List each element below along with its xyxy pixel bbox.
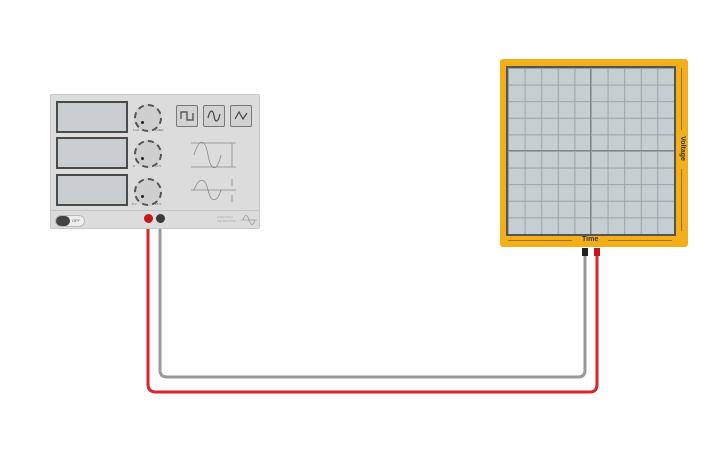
- amplitude-display: [56, 137, 128, 169]
- positive-wire[interactable]: [146, 220, 599, 394]
- offset-knob[interactable]: [134, 178, 162, 206]
- positive-terminal[interactable]: [144, 214, 153, 223]
- voltage-axis-label: Voltage: [678, 136, 686, 161]
- frequency-max-label: 1 MHz: [155, 128, 164, 132]
- function-generator[interactable]: 1 Hz 1 MHz 0 10 V -5 V +5 V OFF FUNCTION…: [50, 94, 260, 229]
- square-wave-button[interactable]: [176, 105, 198, 127]
- negative-terminal[interactable]: [156, 214, 165, 223]
- positive-probe-terminal[interactable]: [594, 248, 600, 256]
- negative-probe-terminal[interactable]: [582, 248, 588, 256]
- offset-display: [56, 174, 128, 206]
- brand-wave-icon: [241, 215, 257, 225]
- power-toggle[interactable]: OFF: [55, 215, 85, 227]
- control-bar: OFF FUNCTION GENERATOR: [51, 210, 259, 229]
- negative-wire[interactable]: [158, 220, 587, 379]
- amplitude-min-label: 0: [133, 164, 135, 168]
- amplitude-knob[interactable]: [134, 140, 162, 168]
- amplitude-max-label: 10 V: [155, 164, 162, 168]
- oscilloscope[interactable]: Time Voltage: [500, 59, 688, 256]
- brand-label: FUNCTION GENERATOR: [217, 215, 236, 223]
- frequency-display: [56, 101, 128, 133]
- triangle-wave-icon: [234, 110, 248, 121]
- time-axis-label: Time: [582, 236, 599, 243]
- oscilloscope-screen: [506, 66, 676, 236]
- power-label: OFF: [72, 218, 80, 223]
- frequency-min-label: 1 Hz: [133, 128, 140, 132]
- sine-wave-icon: [207, 110, 221, 122]
- sine-wave-button[interactable]: [203, 105, 225, 127]
- triangle-wave-button[interactable]: [230, 105, 252, 127]
- frequency-knob[interactable]: [134, 104, 162, 132]
- square-wave-icon: [180, 111, 194, 121]
- offset-icon: [191, 179, 236, 202]
- amplitude-icon: [191, 141, 236, 169]
- offset-max-label: +5 V: [155, 202, 162, 206]
- offset-min-label: -5 V: [131, 202, 137, 206]
